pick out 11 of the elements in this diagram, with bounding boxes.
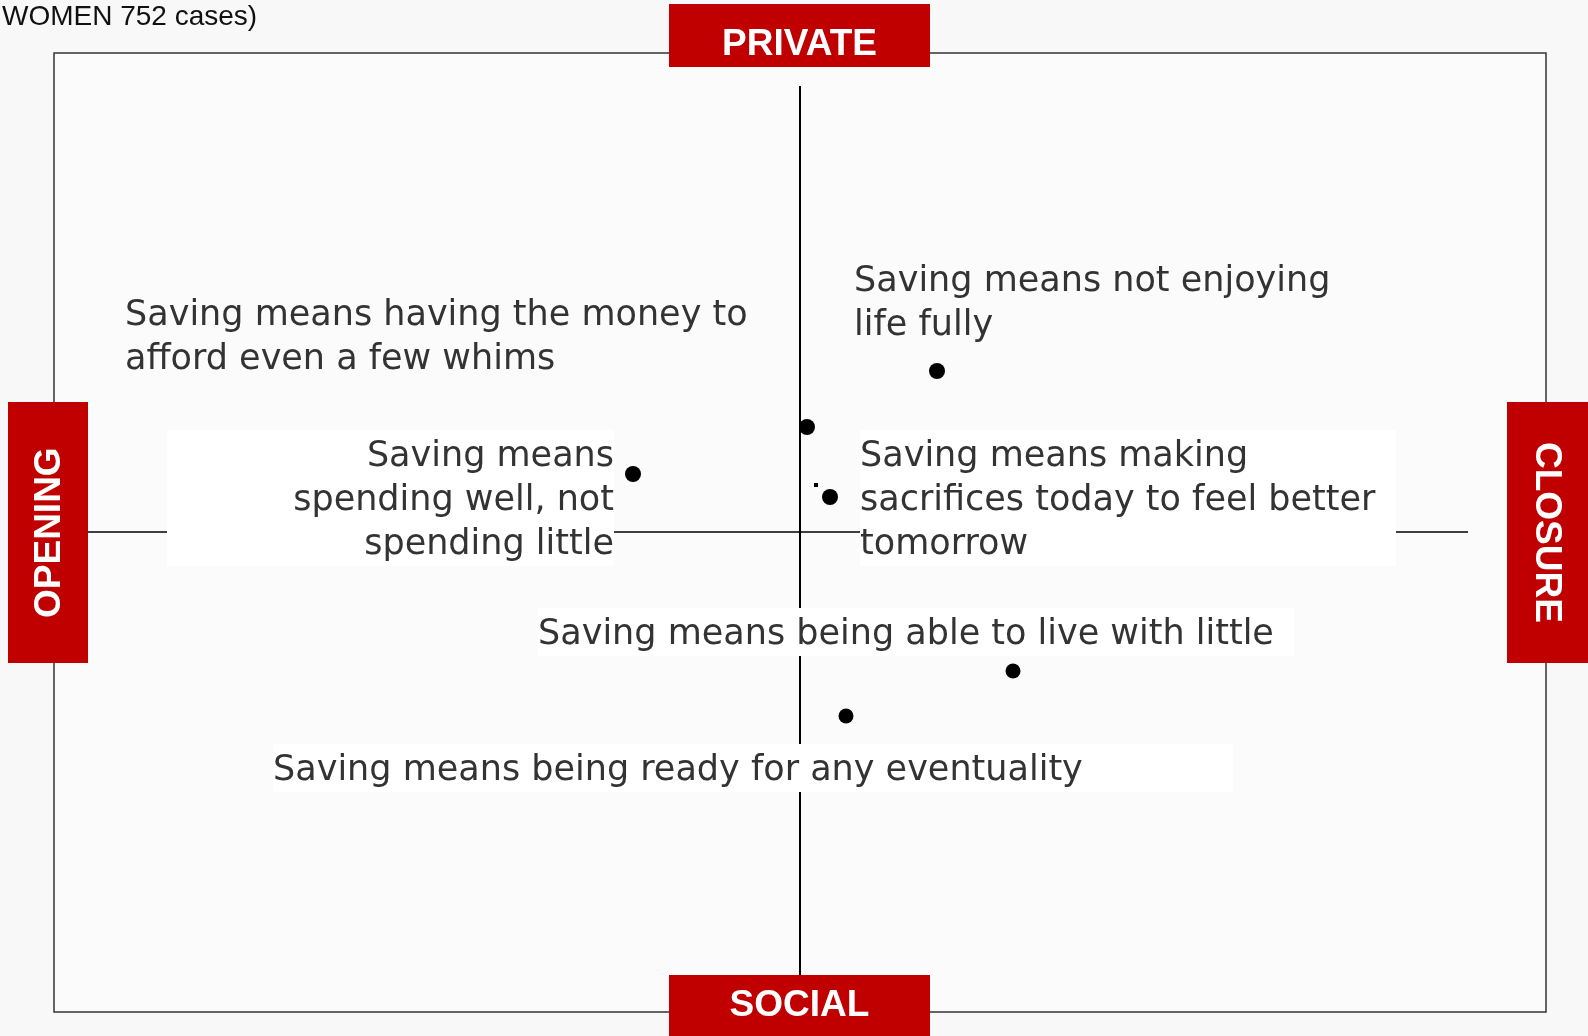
statement-text: Saving means having the money to afford even a few whims xyxy=(125,292,749,379)
statement-text: Saving means being able to live with little xyxy=(538,608,1294,656)
statement-text: Saving means making sacrifices today to feel better tomorrow xyxy=(860,430,1396,566)
axis-label: CLOSURE xyxy=(1507,402,1588,663)
sample-note: WOMEN 752 cases) xyxy=(2,0,258,32)
statement-text: Saving means not enjoying life fully xyxy=(854,258,1332,345)
axis-label: SOCIAL xyxy=(669,975,930,1036)
statement-text: Saving means being ready for any eventuality xyxy=(273,744,1233,792)
statement-text: Saving means spending well, not spending little xyxy=(167,430,614,566)
axis-label: OPENING xyxy=(8,402,88,663)
axis-label: PRIVATE xyxy=(669,4,930,67)
